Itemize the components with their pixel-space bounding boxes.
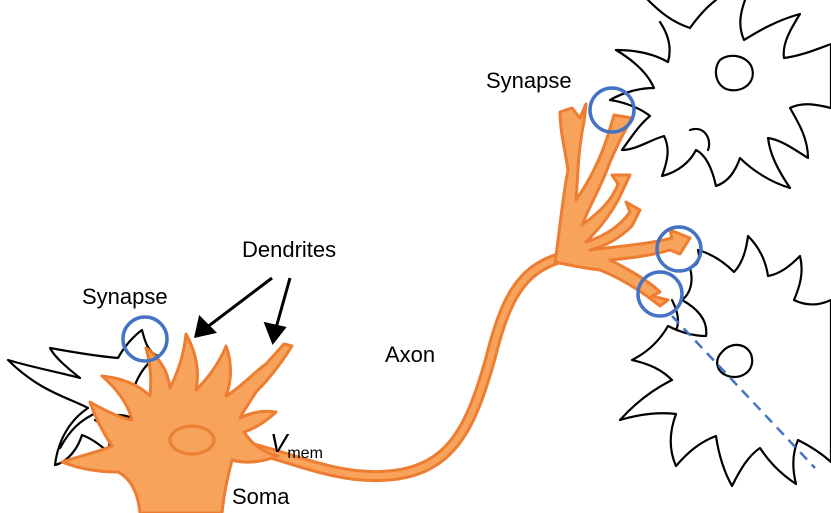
bottom-right-outline-neuron <box>618 234 831 488</box>
axon-label: Axon <box>385 342 436 367</box>
synapse-label-top: Synapse <box>486 68 572 93</box>
dendrite-arrows <box>194 276 292 345</box>
vmem-symbol: V <box>270 428 288 458</box>
vmem-label: Vmem <box>270 428 323 463</box>
synapse-circle-left <box>121 315 169 363</box>
axon-shape <box>199 252 566 483</box>
synapse-circle-low <box>636 270 684 318</box>
top-right-outline-neuron <box>608 0 831 190</box>
synapse-circles <box>121 86 703 363</box>
synapse-circle-top <box>588 86 636 134</box>
synapse-circle-mid <box>655 225 703 273</box>
soma-shape <box>60 332 294 513</box>
soma-label: Soma <box>232 484 290 509</box>
synapse-label-left: Synapse <box>82 284 168 309</box>
dendrites-label: Dendrites <box>242 237 337 262</box>
axon-terminals <box>553 102 692 308</box>
vmem-subscript: mem <box>287 445 323 463</box>
dashed-line <box>671 315 816 469</box>
